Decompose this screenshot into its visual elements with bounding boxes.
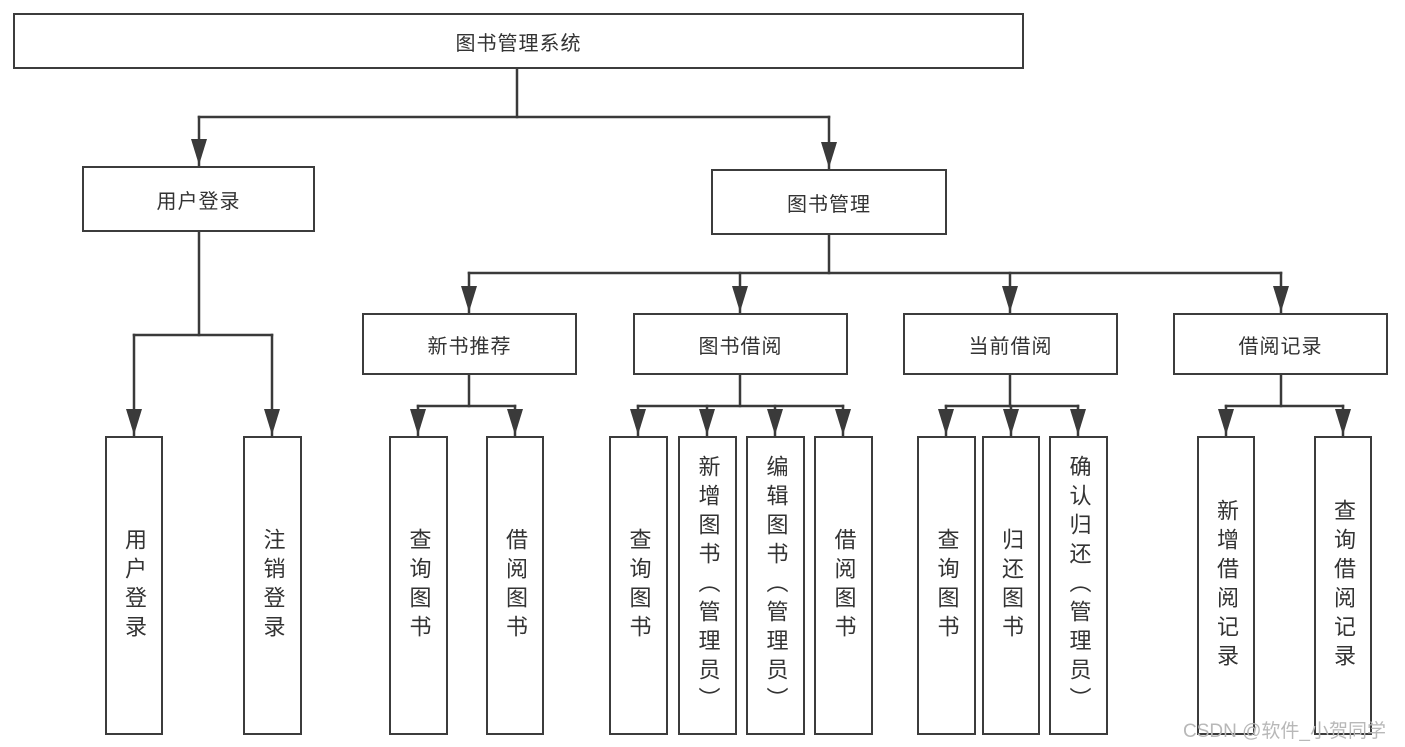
csdn-watermark: CSDN @软件_小贺同学 bbox=[1183, 721, 1386, 742]
node-borrowing-records: 借阅记录 bbox=[1173, 313, 1388, 375]
connectors-root-to-level2 bbox=[191, 67, 837, 170]
leaf-edit-books-admin: 编辑图书（管理员） bbox=[746, 436, 805, 735]
leaf-logout-login: 注销登录 bbox=[243, 436, 302, 735]
leaf-newbook-query-books: 查询图书 bbox=[389, 436, 448, 735]
node-library-management-system: 图书管理系统 bbox=[13, 13, 1024, 69]
connectors-book-management-children bbox=[461, 233, 1289, 314]
node-book-management: 图书管理 bbox=[711, 169, 947, 235]
node-user-login: 用户登录 bbox=[82, 166, 315, 232]
leaf-current-query-books: 查询图书 bbox=[917, 436, 976, 735]
connectors-user-login-children bbox=[126, 230, 280, 437]
leaf-user-login: 用户登录 bbox=[105, 436, 163, 735]
connectors-new-book-children bbox=[410, 373, 523, 437]
leaf-add-books-admin: 新增图书（管理员） bbox=[678, 436, 737, 735]
leaf-borrow-query-books: 查询图书 bbox=[609, 436, 668, 735]
leaf-borrow-books: 借阅图书 bbox=[814, 436, 873, 735]
connectors-book-borrow-children bbox=[630, 373, 851, 437]
connectors-current-borrow-children bbox=[938, 373, 1086, 437]
connectors-borrow-records-children bbox=[1218, 373, 1351, 437]
node-book-borrowing: 图书借阅 bbox=[633, 313, 848, 375]
node-current-borrowing: 当前借阅 bbox=[903, 313, 1118, 375]
leaf-add-borrow-record: 新增借阅记录 bbox=[1197, 436, 1255, 735]
leaf-confirm-return-admin: 确认归还（管理员） bbox=[1049, 436, 1108, 735]
leaf-query-borrow-record: 查询借阅记录 bbox=[1314, 436, 1372, 735]
leaf-return-books: 归还图书 bbox=[982, 436, 1040, 735]
leaf-newbook-borrow-books: 借阅图书 bbox=[486, 436, 544, 735]
node-new-book-recommendation: 新书推荐 bbox=[362, 313, 577, 375]
